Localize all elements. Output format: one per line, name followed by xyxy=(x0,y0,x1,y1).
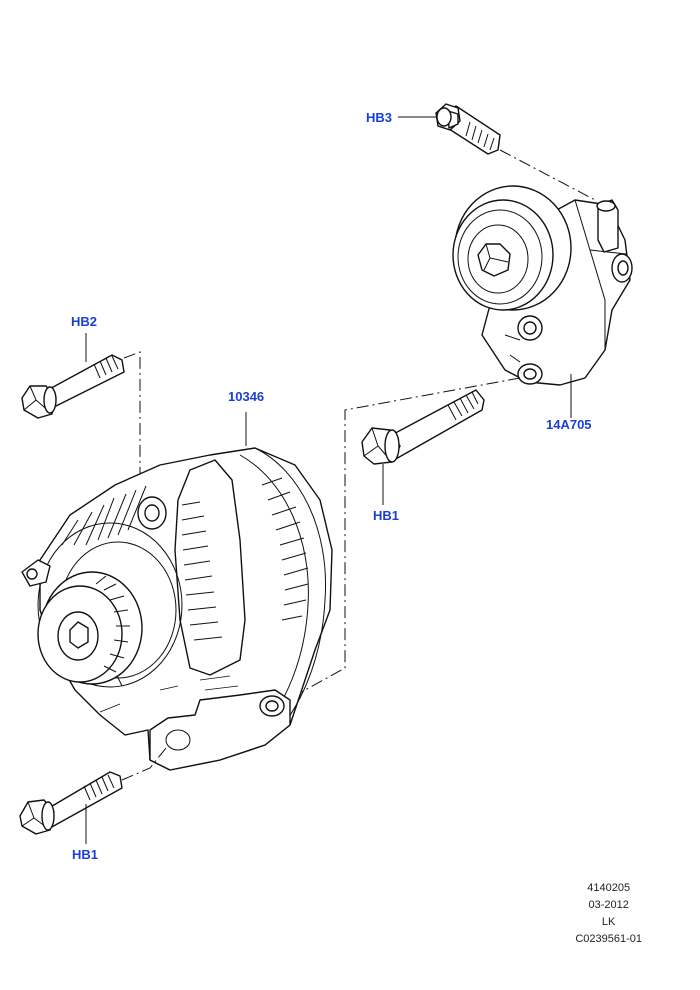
centerline-hb1-left xyxy=(121,747,167,781)
centerline-hb3 xyxy=(499,149,596,201)
alternator xyxy=(21,447,333,771)
drawing-ref-number: C0239561-01 xyxy=(575,933,642,945)
callout-hb1-left: HB1 xyxy=(72,847,99,862)
callout-hb1-right: HB1 xyxy=(373,508,400,523)
bolt-hb1-right xyxy=(361,389,485,465)
belt-tensioner xyxy=(452,185,633,386)
drawing-code: 4140205 xyxy=(587,882,631,894)
drawing-date: 03-2012 xyxy=(588,899,629,911)
callout-14a705: 14A705 xyxy=(546,417,592,432)
drawing-initials: LK xyxy=(601,916,616,928)
bolt-hb2 xyxy=(21,354,125,419)
drawing-reference-block: 4140205 03-2012 LK C0239561-01 xyxy=(575,880,642,948)
callout-10346: 10346 xyxy=(228,389,265,404)
centerline-hb1-right xyxy=(275,377,521,707)
callout-hb3: HB3 xyxy=(366,110,393,125)
bolt-hb1-left xyxy=(19,771,123,835)
centerline-hb2 xyxy=(123,351,153,513)
bolt-hb3 xyxy=(435,103,501,155)
callout-hb2: HB2 xyxy=(71,314,98,329)
